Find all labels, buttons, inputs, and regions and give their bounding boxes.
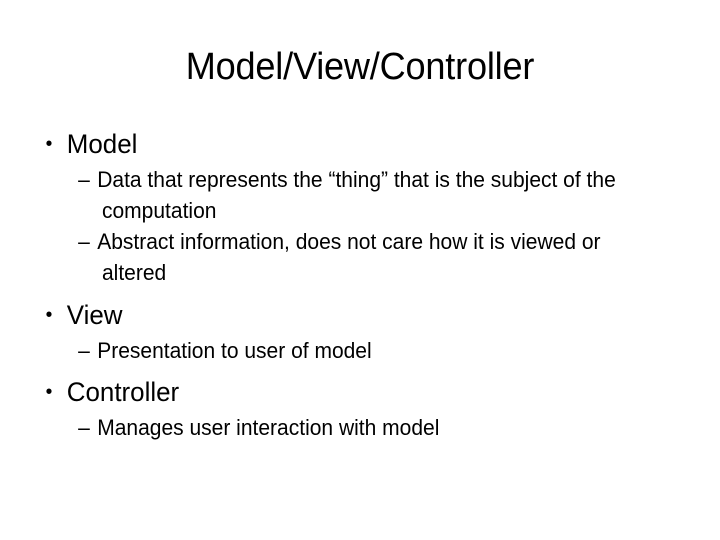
bullet-point-icon: • xyxy=(45,304,53,326)
bullet-item-model: • Model xyxy=(38,126,672,162)
bullet-item-view: • View xyxy=(38,297,672,333)
bullet-point-icon: • xyxy=(45,133,53,155)
dash-bullet-icon: – xyxy=(78,167,90,192)
section-spacer xyxy=(38,288,698,297)
bullet-label-view: View xyxy=(66,300,123,330)
bullet-group-view: • View – Presentation to user of model xyxy=(38,297,698,366)
bullet-group-controller: • Controller – Manages user interaction … xyxy=(38,374,698,443)
bullet-label-controller: Controller xyxy=(66,377,180,407)
bullet-label-model: Model xyxy=(66,129,138,159)
subbullet-list-controller: – Manages user interaction with model xyxy=(38,412,698,443)
bullet-group-model: • Model – Data that represents the “thin… xyxy=(38,126,698,288)
subbullet-item: – Manages user interaction with model xyxy=(38,412,668,443)
subbullet-text: Presentation to user of model xyxy=(97,338,372,363)
subbullet-text: Abstract information, does not care how … xyxy=(97,229,601,285)
subbullet-item: – Abstract information, does not care ho… xyxy=(38,226,668,288)
section-spacer xyxy=(38,366,698,374)
subbullet-item: – Data that represents the “thing” that … xyxy=(38,164,668,226)
subbullet-text: Data that represents the “thing” that is… xyxy=(97,167,616,223)
subbullet-text: Manages user interaction with model xyxy=(97,415,440,440)
dash-bullet-icon: – xyxy=(78,415,90,440)
subbullet-list-model: – Data that represents the “thing” that … xyxy=(38,164,698,288)
slide-content-body: • Model – Data that represents the “thin… xyxy=(38,126,698,443)
page-title: Model/View/Controller xyxy=(185,46,535,88)
bullet-point-icon: • xyxy=(45,381,53,403)
dash-bullet-icon: – xyxy=(78,229,90,254)
dash-bullet-icon: – xyxy=(78,338,90,363)
subbullet-list-view: – Presentation to user of model xyxy=(38,335,698,366)
bullet-item-controller: • Controller xyxy=(38,374,672,410)
subbullet-item: – Presentation to user of model xyxy=(38,335,668,366)
